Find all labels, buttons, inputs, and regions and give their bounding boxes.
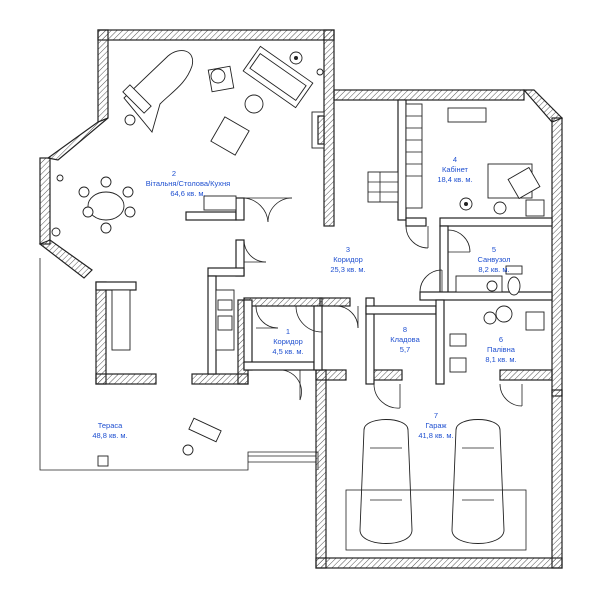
room-label-garage: 7 Гараж 41,8 кв. м.	[418, 411, 453, 440]
svg-text:2: 2	[172, 169, 176, 178]
interior-walls	[95, 99, 553, 385]
svg-text:41,8 кв. м.: 41,8 кв. м.	[418, 431, 453, 440]
svg-text:Тераса: Тераса	[98, 421, 123, 430]
svg-text:Коридор: Коридор	[333, 255, 363, 264]
svg-text:Вітальня/Столова/Кухня: Вітальня/Столова/Кухня	[146, 179, 230, 188]
svg-text:Палівна: Палівна	[487, 345, 516, 354]
svg-text:25,3 кв. м.: 25,3 кв. м.	[330, 265, 365, 274]
garage-floor-outline	[345, 489, 527, 551]
doors	[243, 197, 523, 463]
svg-text:7: 7	[434, 411, 438, 420]
svg-text:Санвузол: Санвузол	[477, 255, 510, 264]
svg-text:4,5 кв. м.: 4,5 кв. м.	[272, 347, 303, 356]
room-label-corridor3: 3 Коридор 25,3 кв. м.	[330, 245, 365, 274]
kitchen-units	[111, 289, 235, 351]
svg-text:4: 4	[453, 155, 457, 164]
dining-table-icon	[78, 176, 136, 234]
stairs-icon	[367, 103, 423, 209]
svg-text:3: 3	[346, 245, 350, 254]
room-label-terrace: Тераса 48,8 кв. м.	[92, 421, 127, 440]
kitchen-counter	[203, 195, 237, 211]
bathtub-icon	[455, 275, 503, 293]
fireplace-icon	[311, 111, 325, 149]
boiler-icon	[449, 305, 545, 373]
svg-text:5: 5	[492, 245, 496, 254]
svg-text:Кабінет: Кабінет	[442, 165, 469, 174]
sun-lounger-icon	[97, 417, 222, 467]
svg-text:8,2 кв. м.: 8,2 кв. м.	[478, 265, 509, 274]
room-label-boiler: 6 Палівна 8,1 кв. м.	[485, 335, 516, 364]
piano-icon	[122, 50, 194, 133]
svg-text:64,6 кв. м.: 64,6 кв. м.	[170, 189, 205, 198]
svg-text:1: 1	[286, 327, 290, 336]
room-label-bath: 5 Санвузол 8,2 кв. м.	[477, 245, 510, 274]
sofa-icon	[242, 45, 314, 114]
armchair-icon	[207, 65, 250, 156]
car-icon	[359, 419, 505, 544]
room-label-cabinet: 4 Кабінет 18,4 кв. м.	[437, 155, 472, 184]
svg-text:Гараж: Гараж	[425, 421, 446, 430]
svg-text:Коридор: Коридор	[273, 337, 303, 346]
svg-text:18,4 кв. м.: 18,4 кв. м.	[437, 175, 472, 184]
svg-text:48,8 кв. м.: 48,8 кв. м.	[92, 431, 127, 440]
room-label-corridor1: 1 Коридор 4,5 кв. м.	[272, 327, 303, 356]
svg-text:8: 8	[403, 325, 407, 334]
exterior-walls	[38, 29, 564, 569]
room-label-living: 2 Вітальня/Столова/Кухня 64,6 кв. м.	[146, 169, 230, 198]
svg-text:5,7: 5,7	[400, 345, 410, 354]
svg-text:Кладова: Кладова	[390, 335, 420, 344]
plant-icon	[51, 51, 324, 237]
desk-icon	[447, 107, 545, 217]
room-label-storage: 8 Кладова 5,7	[390, 325, 420, 354]
toilet-icon	[505, 265, 523, 296]
svg-text:8,1 кв. м.: 8,1 кв. м.	[485, 355, 516, 364]
svg-text:6: 6	[499, 335, 503, 344]
